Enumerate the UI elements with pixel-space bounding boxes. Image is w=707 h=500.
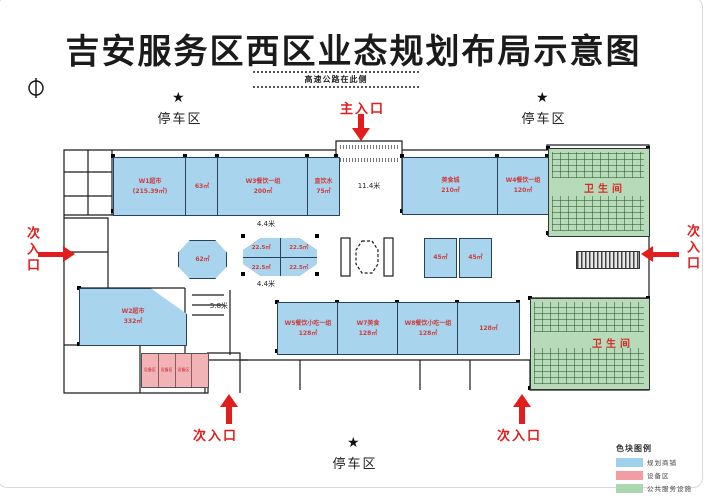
shop-block-128: 128㎡ [457,302,520,355]
shop-block-w5: W5餐饮小吃一组 128㎡ [277,302,339,355]
restroom-stalls [534,302,644,332]
south-west-entrance-arrow [226,406,232,424]
east-entrance-arrow-head [641,246,653,262]
restroom-stalls [534,348,644,384]
island-block-45a: 45㎡ [424,238,457,278]
island-block-62: 62㎡ [178,240,227,279]
shop-block-water: 直饮水 75㎡ [307,157,340,216]
equipment-room: 设备区 [159,354,176,387]
north-symbol [28,78,44,98]
page-border [0,0,703,488]
legend: 色块图例 规划商铺 设备区 公共服务设施 [616,443,692,496]
west-entrance-arrow [38,252,64,257]
parking-label-bottom: 停车区 [332,457,378,472]
south-east-entrance-arrow-head [513,394,531,407]
equipment-area: 设备区 设备区 设备区 [141,353,209,388]
south-west-entrance-label: 次入口 [193,429,239,444]
legend-item: 公共服务设施 [616,483,692,493]
east-entrance-label: 次入口 [684,224,699,272]
parking-label-right: 停车区 [521,112,567,127]
restroom-stalls [552,152,644,178]
star-icon: ★ [347,435,360,451]
west-entrance-label: 次入口 [24,226,39,274]
dim-front-hall: 11.4米 [357,182,381,190]
east-entrance-arrow [653,252,679,257]
equipment-room [192,354,208,387]
main-entrance-arrow-head [352,128,370,141]
shop-block-w1: W1超市 (215.39㎡) [113,157,187,216]
south-east-entrance-arrow [519,406,525,424]
shop-block-w8: W8餐饮小吃一组 128㎡ [397,302,459,355]
legend-swatch-public-service [616,483,643,493]
equipment-room: 设备区 [176,354,193,387]
main-entrance-arrow [358,114,364,129]
shop-block-63: 63㎡ [185,157,219,216]
legend-swatch-equipment [616,470,643,480]
parking-label-left: 停车区 [157,112,203,127]
island-block-quad: 22.5㎡ 22.5㎡ 22.5㎡ 22.5㎡ [243,238,317,276]
legend-item: 规划商铺 [616,457,692,467]
dim-lower-aisle: 4.4米 [256,280,276,288]
restroom-stalls [552,196,644,231]
legend-title: 色块图例 [616,444,652,453]
shop-block-w4: W4餐饮一组 120㎡ [497,157,549,215]
legend-swatch-shops [616,457,643,467]
west-entrance-arrow-head [63,246,75,262]
entrance-door-marks [340,145,398,149]
shop-block-foodcourt: 美食城 210㎡ [402,157,499,215]
page-title: 吉安服务区西区业态规划布局示意图 [65,32,642,72]
star-icon: ★ [536,90,549,106]
equipment-room: 设备区 [142,354,159,387]
restroom-label: 卫生间 [592,339,634,350]
highway-side-note: 高速公路在此侧 [253,71,419,88]
south-east-entrance-label: 次入口 [497,429,543,444]
main-entrance-label: 主入口 [340,102,386,117]
south-west-entrance-arrow-head [220,394,238,407]
entrance-door-marks [340,158,398,162]
dim-stair-bay: 5.8米 [209,302,229,310]
shop-block-w7: W7美食 128㎡ [337,302,399,355]
restroom-label: 卫生间 [584,184,626,195]
legend-item: 设备区 [616,470,692,480]
island-block-45b: 45㎡ [459,238,492,278]
shop-block-w3: W3餐饮一组 200㎡ [217,157,309,216]
corridor-fixture-strip [576,251,640,269]
star-icon: ★ [172,90,185,106]
dim-upper-aisle: 4.4米 [256,220,276,228]
